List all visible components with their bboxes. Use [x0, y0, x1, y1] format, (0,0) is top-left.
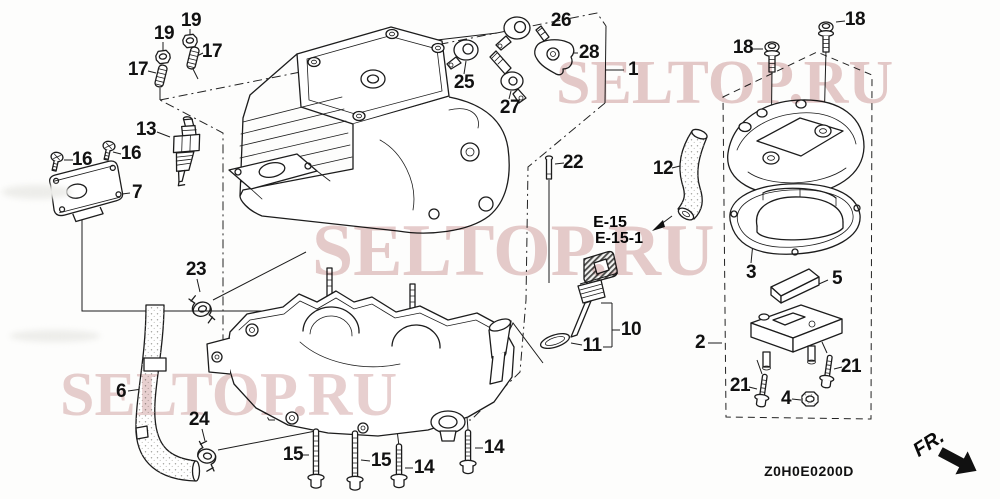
callout-24: 24	[188, 409, 210, 430]
group-1-boundary	[159, 12, 624, 421]
callout-14: 14	[483, 437, 505, 458]
cap-nut-4	[801, 391, 819, 407]
breather-hose-6	[135, 304, 201, 482]
callout-11: 11	[582, 335, 602, 356]
callout-15: 15	[282, 444, 304, 465]
head-cover-gasket-3	[729, 183, 861, 256]
callout-25: 25	[453, 72, 475, 93]
callout-28: 28	[578, 42, 600, 63]
pivot-bolt-27	[489, 50, 527, 104]
screw-16-a	[47, 150, 65, 173]
rocker-arm-28	[534, 25, 575, 76]
callout-18: 18	[732, 37, 754, 58]
callout-17: 17	[127, 59, 149, 80]
callout-19: 19	[180, 10, 202, 31]
pivot-collar-25	[446, 39, 479, 70]
callout-14: 14	[413, 457, 435, 478]
callout-19: 19	[153, 23, 175, 44]
sealing-washer-11	[539, 332, 571, 350]
callout-23: 23	[185, 259, 207, 280]
plate-7	[48, 160, 124, 223]
callout-1: 1	[627, 59, 639, 80]
pivot-collar-26	[495, 16, 531, 51]
flange-bolt-18-a	[763, 41, 781, 73]
breather-plate-assembly-2	[750, 304, 843, 371]
callout-27: 27	[499, 97, 521, 118]
stud-17-a	[153, 63, 169, 89]
oil-dipstick-10	[570, 250, 619, 338]
callout-15: 15	[370, 450, 392, 471]
callout-6: 6	[115, 381, 127, 402]
section-ref-e15: E-15	[593, 214, 627, 231]
callout-17: 17	[201, 41, 223, 62]
flange-bolt-14-b	[459, 429, 477, 475]
callout-16: 16	[120, 143, 142, 164]
group-2-boundary	[708, 51, 873, 420]
breather-hose-12	[677, 128, 708, 221]
stud-17-b	[185, 45, 201, 71]
nut-19-a	[154, 49, 172, 65]
dowel-pin-22	[544, 155, 554, 180]
spark-plug	[172, 116, 201, 187]
callout-7: 7	[131, 182, 143, 203]
callout-12: 12	[652, 158, 674, 179]
front-direction-arrow	[937, 447, 977, 475]
cushion-bar-5	[770, 268, 820, 304]
callout-2: 2	[694, 332, 706, 353]
cylinder-barrel-assembly	[228, 26, 510, 234]
scan-smudge	[2, 185, 72, 199]
callout-4: 4	[780, 388, 792, 409]
callout-3: 3	[745, 262, 757, 283]
crankcase-assembly	[206, 267, 515, 442]
flange-bolt-14-a	[390, 443, 408, 489]
callout-26: 26	[550, 10, 572, 31]
nut-19-b	[181, 33, 199, 49]
flange-bolt-15-a	[307, 428, 325, 489]
flange-bolt-18-b	[817, 21, 835, 53]
section-ref-e15-1: E-15-1	[594, 230, 644, 247]
callout-13: 13	[135, 119, 157, 140]
screw-21-b	[817, 353, 838, 390]
flange-bolt-15-b	[346, 430, 364, 491]
screw-16-b	[99, 139, 117, 162]
callout-5: 5	[831, 268, 843, 289]
callout-10: 10	[620, 319, 642, 340]
scan-smudge	[10, 330, 100, 342]
callout-22: 22	[562, 152, 584, 173]
callout-16: 16	[71, 149, 93, 170]
callout-21: 21	[729, 375, 751, 396]
tube-clamp-23	[187, 291, 216, 327]
callout-21: 21	[840, 356, 862, 377]
callout-18: 18	[844, 9, 866, 30]
diagram-code: Z0H0E0200D	[764, 463, 854, 479]
cylinder-head-cover	[727, 99, 865, 196]
screw-21-a	[752, 372, 773, 409]
